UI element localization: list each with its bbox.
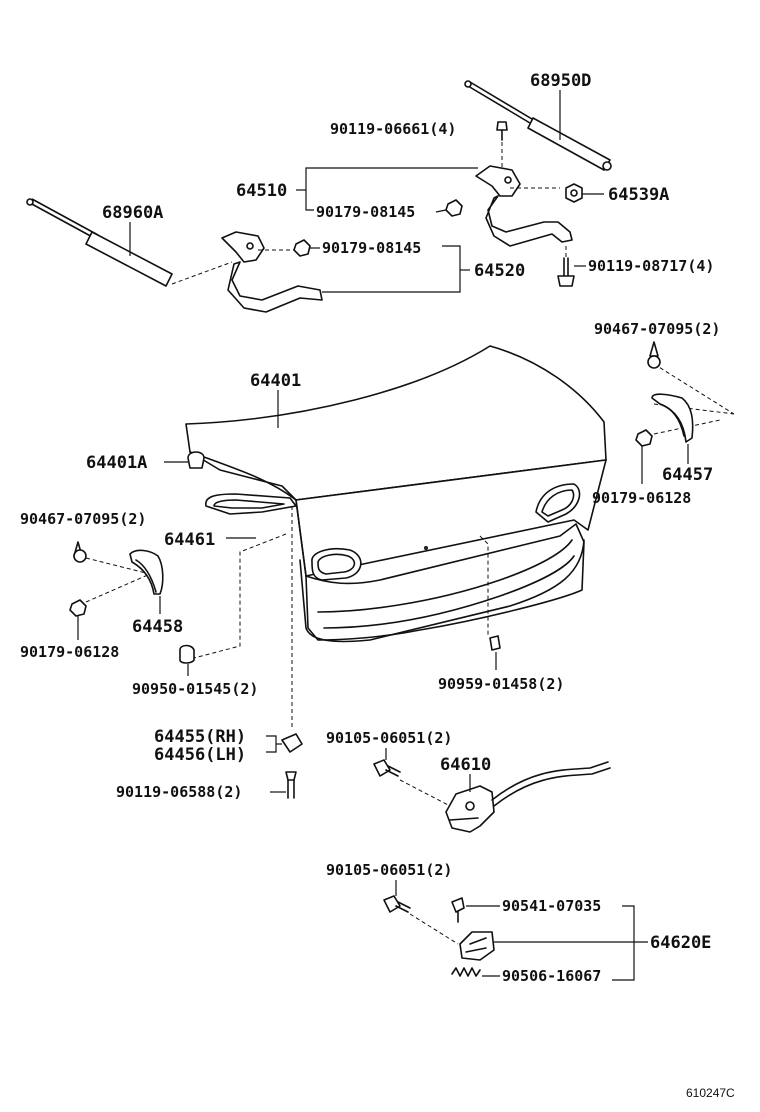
label-90119-08717: 90119-08717(4): [588, 257, 714, 275]
label-68960A: 68960A: [102, 203, 163, 223]
gas-strut-68950D[interactable]: [464, 80, 612, 171]
label-90541-07035: 90541-07035: [502, 897, 601, 915]
bolt-90105-06051-b[interactable]: [383, 895, 411, 913]
label-64539A: 64539A: [608, 185, 669, 205]
striker-64620E[interactable]: [459, 931, 495, 961]
bolt-90105-06051-a[interactable]: [373, 759, 401, 777]
label-64401A: 64401A: [86, 453, 147, 473]
stopper-64455-64456[interactable]: [281, 733, 303, 753]
plug-90950-01545[interactable]: [179, 644, 195, 664]
clip-90467-07095-left[interactable]: [73, 541, 87, 563]
label-90105-06051-b: 90105-06051(2): [326, 861, 452, 879]
label-64620E: 64620E: [650, 933, 711, 953]
screw-90541-07035[interactable]: [451, 897, 465, 923]
label-64520: 64520: [474, 261, 525, 281]
nut-90179-08145-b[interactable]: [293, 239, 311, 257]
clip-90959-01458[interactable]: [489, 635, 501, 651]
bolt-90119-08717[interactable]: [557, 257, 575, 287]
bolt-90119-06661[interactable]: [496, 121, 508, 141]
label-90179-08145-b: 90179-08145: [322, 239, 421, 257]
nut-90179-06128-right[interactable]: [635, 429, 653, 447]
label-90179-06128-left: 90179-06128: [20, 643, 119, 661]
cover-64458[interactable]: [129, 549, 164, 595]
nut-90179-08145-a[interactable]: [445, 199, 463, 217]
diagram-code: 610247C: [686, 1086, 735, 1100]
weatherstrip-64461[interactable]: [205, 493, 585, 643]
label-68950D: 68950D: [530, 71, 591, 91]
leader-64620E: [612, 905, 635, 981]
leader-64520: [322, 245, 461, 293]
spring-90506-16067[interactable]: [451, 967, 481, 977]
leader-64510: [305, 167, 478, 211]
label-64461: 64461: [164, 530, 215, 550]
label-90467-07095-right: 90467-07095(2): [594, 320, 720, 338]
label-90179-08145-a: 90179-08145: [316, 203, 415, 221]
label-90105-06051-a: 90105-06051(2): [326, 729, 452, 747]
trunk-lid-64401[interactable]: [185, 345, 607, 641]
nut-64539A[interactable]: [565, 183, 583, 203]
hinge-64510[interactable]: [475, 165, 573, 247]
label-64510: 64510: [236, 181, 287, 201]
label-64455: 64455(RH): [154, 727, 246, 747]
label-90950-01545: 90950-01545(2): [132, 680, 258, 698]
label-64610: 64610: [440, 755, 491, 775]
bolt-90119-06588[interactable]: [285, 771, 297, 799]
label-90119-06588: 90119-06588(2): [116, 783, 242, 801]
label-90467-07095-left: 90467-07095(2): [20, 510, 146, 528]
label-64458: 64458: [132, 617, 183, 637]
cover-64457[interactable]: [651, 393, 694, 443]
label-64457: 64457: [662, 465, 713, 485]
label-90179-06128-right: 90179-06128: [592, 489, 691, 507]
label-90119-06661: 90119-06661(4): [330, 120, 456, 138]
gas-strut-68960A[interactable]: [26, 198, 173, 287]
label-64456: 64456(LH): [154, 745, 246, 765]
label-90506-16067: 90506-16067: [502, 967, 601, 985]
label-64401: 64401: [250, 371, 301, 391]
hinge-64520[interactable]: [221, 231, 323, 313]
label-90959-01458: 90959-01458(2): [438, 675, 564, 693]
nut-90179-06128-left[interactable]: [69, 599, 87, 617]
cushion-64401A[interactable]: [187, 451, 205, 469]
lock-64610[interactable]: [445, 761, 611, 833]
clip-90467-07095-right[interactable]: [647, 341, 661, 369]
